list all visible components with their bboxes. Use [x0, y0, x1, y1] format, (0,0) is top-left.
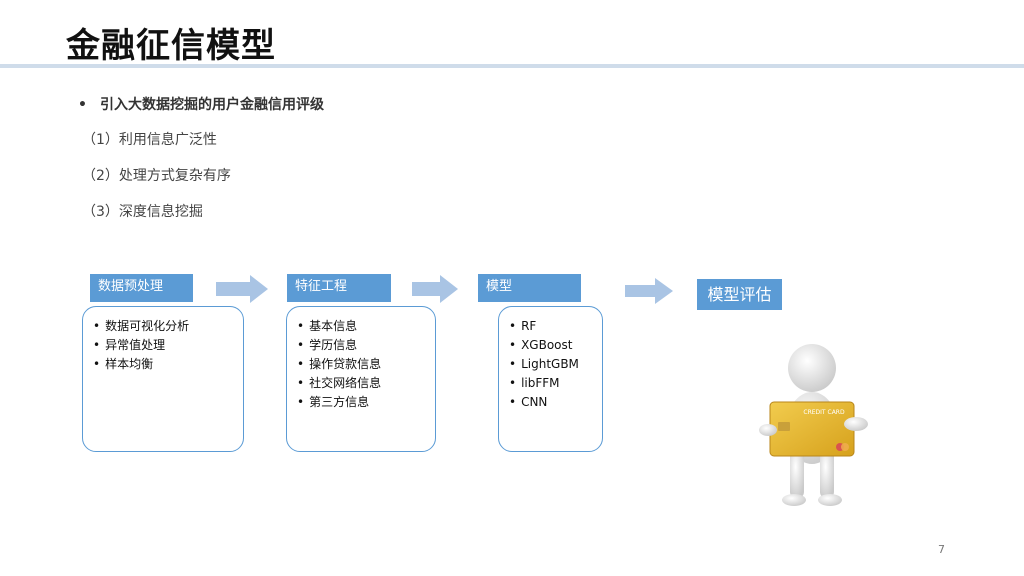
- step-header-preprocessing: 数据预处理: [90, 274, 193, 302]
- list-item: libFFM: [509, 374, 579, 393]
- bullet-heading: • 引入大数据挖掘的用户金融信用评级: [78, 94, 324, 114]
- list-item: 数据可视化分析: [93, 317, 189, 336]
- page-number: 7: [938, 543, 945, 556]
- step-bullets-feature-engineering: 基本信息 学历信息 操作贷款信息 社交网络信息 第三方信息: [297, 317, 381, 412]
- list-item: XGBoost: [509, 336, 579, 355]
- step-box-model: RF XGBoost LightGBM libFFM CNN: [498, 306, 603, 452]
- list-item: 第三方信息: [297, 393, 381, 412]
- list-item: 异常值处理: [93, 336, 189, 355]
- step-header-feature-engineering: 特征工程: [287, 274, 391, 302]
- list-item-3: （3）深度信息挖掘: [82, 204, 203, 220]
- list-item: CNN: [509, 393, 579, 412]
- step-box-preprocessing: 数据可视化分析 异常值处理 样本均衡: [82, 306, 244, 452]
- list-item: LightGBM: [509, 355, 579, 374]
- right-arrow-icon: [216, 275, 268, 303]
- list-item: RF: [509, 317, 579, 336]
- credit-card-figure-icon: CREDIT CARD: [759, 344, 868, 506]
- list-item: 社交网络信息: [297, 374, 381, 393]
- list-item-2: （2）处理方式复杂有序: [82, 168, 231, 184]
- step-header-model: 模型: [478, 274, 581, 302]
- list-item: 样本均衡: [93, 355, 189, 374]
- bullet-dot-icon: •: [78, 97, 87, 113]
- step-bullets-preprocessing: 数据可视化分析 异常值处理 样本均衡: [93, 317, 189, 374]
- list-item-1: （1）利用信息广泛性: [82, 132, 217, 148]
- list-item: 操作贷款信息: [297, 355, 381, 374]
- list-item: 学历信息: [297, 336, 381, 355]
- step-box-feature-engineering: 基本信息 学历信息 操作贷款信息 社交网络信息 第三方信息: [286, 306, 436, 452]
- right-arrow-icon: [625, 278, 673, 304]
- title-divider: [0, 64, 1024, 68]
- bullet-heading-text: 引入大数据挖掘的用户金融信用评级: [100, 97, 324, 113]
- step-header-evaluation: 模型评估: [697, 279, 782, 310]
- step-bullets-model: RF XGBoost LightGBM libFFM CNN: [509, 317, 579, 412]
- card-text: CREDIT CARD: [803, 409, 845, 416]
- slide-title: 金融征信模型: [66, 26, 276, 66]
- list-item: 基本信息: [297, 317, 381, 336]
- right-arrow-icon: [412, 275, 458, 303]
